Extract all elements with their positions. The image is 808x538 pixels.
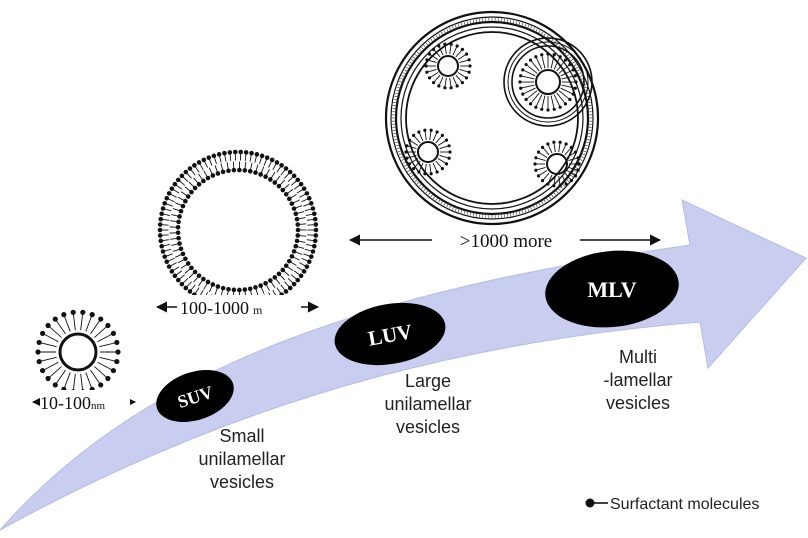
mlv-inner-multilamellar-vesicle (518, 52, 578, 112)
suv-size-indicator: 10-100nm (31, 390, 137, 413)
luv-caption-line-2: unilamellar (384, 394, 471, 414)
luv-caption-line-3: vesicles (396, 417, 460, 437)
luv-size-unit: m (253, 303, 263, 317)
mlv-badge-label: MLV (587, 277, 636, 302)
suv-caption-line-3: vesicles (210, 472, 274, 492)
luv-caption-line-1: Large (405, 371, 451, 391)
suv-size-range: 10-100 (40, 393, 91, 413)
suv-caption: Small unilamellar vesicles (198, 426, 285, 492)
suv-caption-line-1: Small (219, 426, 264, 446)
svg-text:10-100nm: 10-100nm (40, 393, 106, 413)
luv-caption: Large unilamellar vesicles (384, 371, 471, 437)
mlv-size-indicator: >1000 more (348, 227, 662, 252)
mlv-caption-line-3: vesicles (606, 393, 670, 413)
mlv-caption-line-1: Multi (619, 347, 657, 367)
mlv-badge: MLV (545, 250, 679, 328)
mlv-vesicle-icon (384, 10, 600, 226)
mlv-caption: Multi -lamellar vesicles (603, 347, 672, 413)
luv-bilayer-inner-leaflet (169, 161, 307, 299)
mlv-caption-line-2: -lamellar (603, 370, 672, 390)
luv-size-range: 100-1000 (180, 298, 249, 318)
mlv-size-range: >1000 more (460, 231, 553, 252)
surfactant-molecule-icon (585, 498, 595, 508)
suv-surfactant-ring (35, 309, 121, 395)
progression-arrow (0, 199, 807, 531)
suv-size-unit: nm (91, 400, 106, 412)
mlv-inner-vesicle-1 (424, 42, 472, 90)
mlv-inner-vesicle-3 (533, 140, 581, 188)
mlv-inner-vesicle-2 (404, 128, 452, 176)
legend: Surfactant molecules (585, 496, 759, 513)
luv-vesicle-icon (157, 149, 319, 311)
suv-badge: SUV (156, 370, 234, 422)
luv-bilayer-outer-leaflet (157, 149, 319, 311)
suv-vesicle-icon (35, 309, 121, 395)
suv-caption-line-2: unilamellar (198, 449, 285, 469)
luv-size-indicator: 100-1000 m (155, 295, 320, 318)
luv-badge: LUV (334, 302, 446, 366)
legend-label: Surfactant molecules (610, 496, 759, 513)
